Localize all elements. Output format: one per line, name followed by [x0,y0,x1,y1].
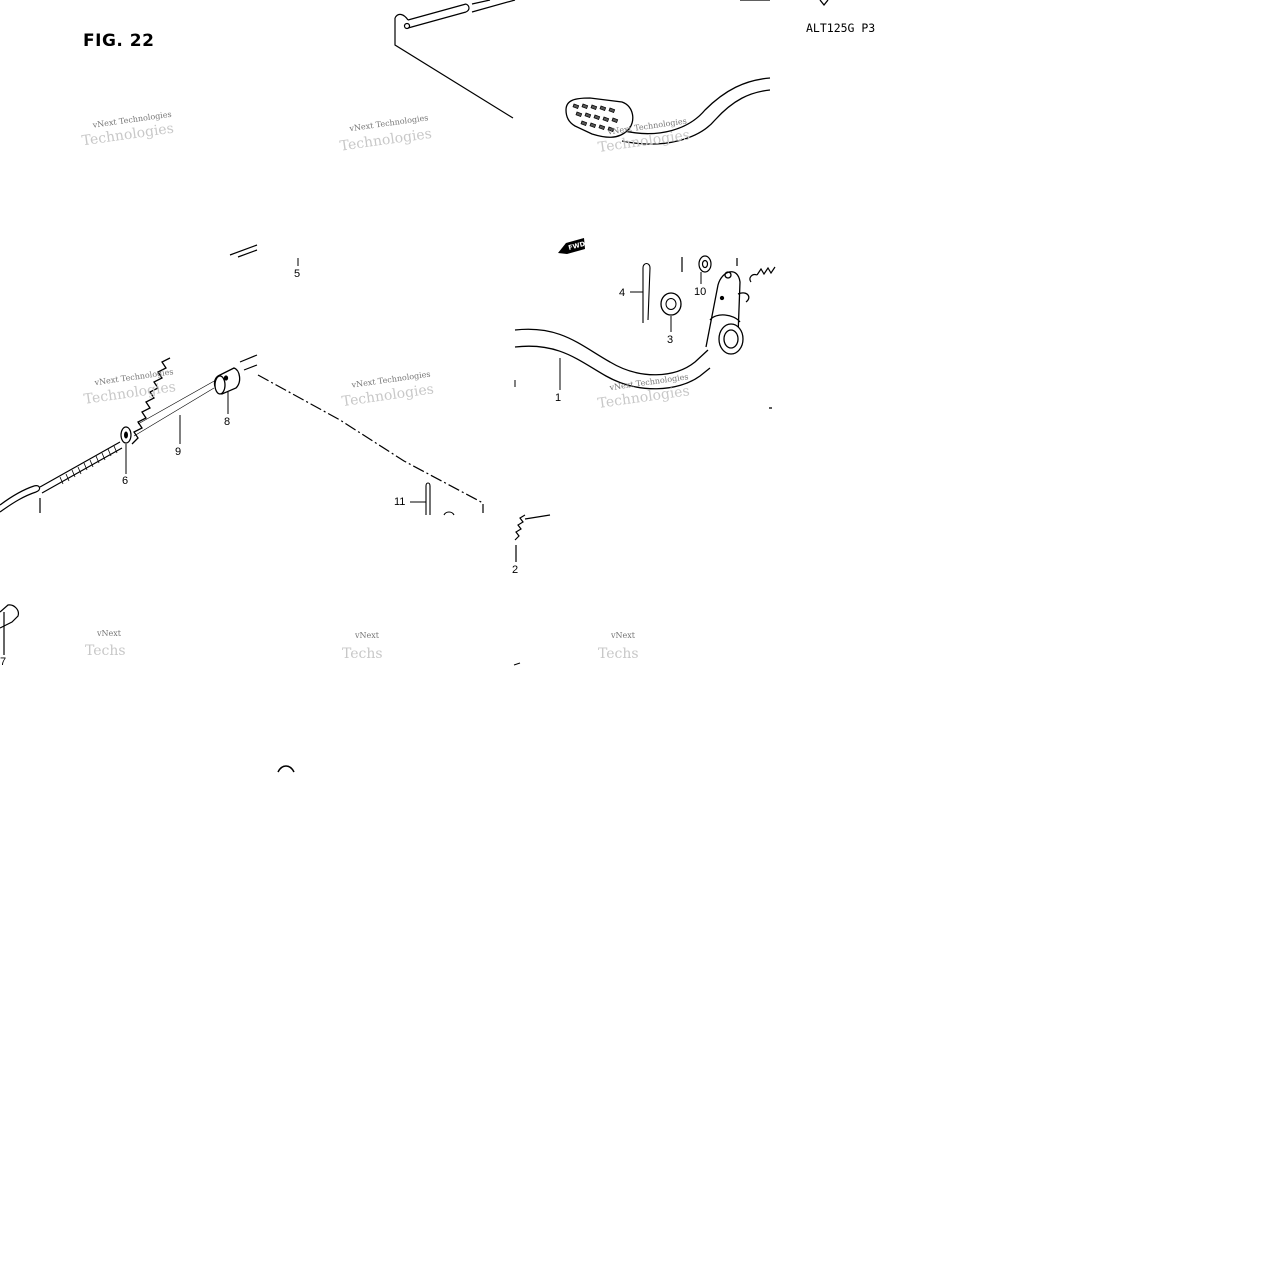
watermark-8: vNext Techs [342,631,383,662]
callout-2: 2 [512,564,518,576]
brake-rod-drawing [0,244,484,513]
washer-part-3 [660,292,682,316]
callout-4: 4 [619,287,625,299]
clip-fragment [277,765,295,773]
callout-7: 7 [0,656,6,668]
svg-text:Techs: Techs [342,646,383,662]
tile-mask-1 [128,600,328,670]
bolt-part-7 [0,604,19,655]
leader-lines [125,258,702,503]
rod-thread [59,445,118,485]
svg-text:vNext: vNext [610,631,636,640]
callout-10: 10 [694,286,706,298]
figure-code: ALT125G P3 [806,21,876,35]
spring-part-2-top [749,266,776,283]
svg-text:vNext: vNext [354,631,380,640]
figure-title: FIG. 22 [83,31,155,51]
callout-9: 9 [175,446,181,458]
footrest-bar-drawing [394,0,516,119]
callout-labels: 1 2 3 4 5 6 7 8 9 10 11 [0,268,706,668]
brake-pedal-drawing [619,0,829,145]
watermark-7: vNext Techs [85,629,126,659]
callout-3: 3 [667,334,673,346]
svg-text:Techs: Techs [85,643,126,659]
watermark-4: Technologies vNext Technologies [83,367,177,408]
watermark-2: Technologies vNext Technologies [339,113,433,154]
pedal-pad [565,97,634,138]
callout-8: 8 [224,416,230,428]
callout-5: 5 [294,268,300,280]
fwd-indicator: FWD [558,238,587,254]
pedal-arm-drawing [514,271,772,409]
washer-part-6 [120,426,132,444]
watermark-1: Technologies vNext Technologies [81,110,175,150]
spring-part-9 [131,357,217,445]
tile-mask-3 [642,600,782,670]
svg-text:vNext: vNext [96,629,122,638]
tile-mask-2 [385,600,510,670]
cotter-pin-part-11 [425,482,455,516]
watermark-9: vNext Techs [598,631,639,662]
svg-text:Techs: Techs [598,646,639,662]
callout-6: 6 [122,475,128,487]
frame-mark [513,662,521,666]
callout-1: 1 [555,392,561,404]
joint-part-8 [213,367,241,395]
callout-11: 11 [394,496,405,508]
spring-part-2-bottom [514,514,551,562]
watermark-5: Technologies vNext Technologies [341,370,435,410]
cotter-pin-part-4 [642,262,651,323]
pin-part-10-area [681,255,738,273]
